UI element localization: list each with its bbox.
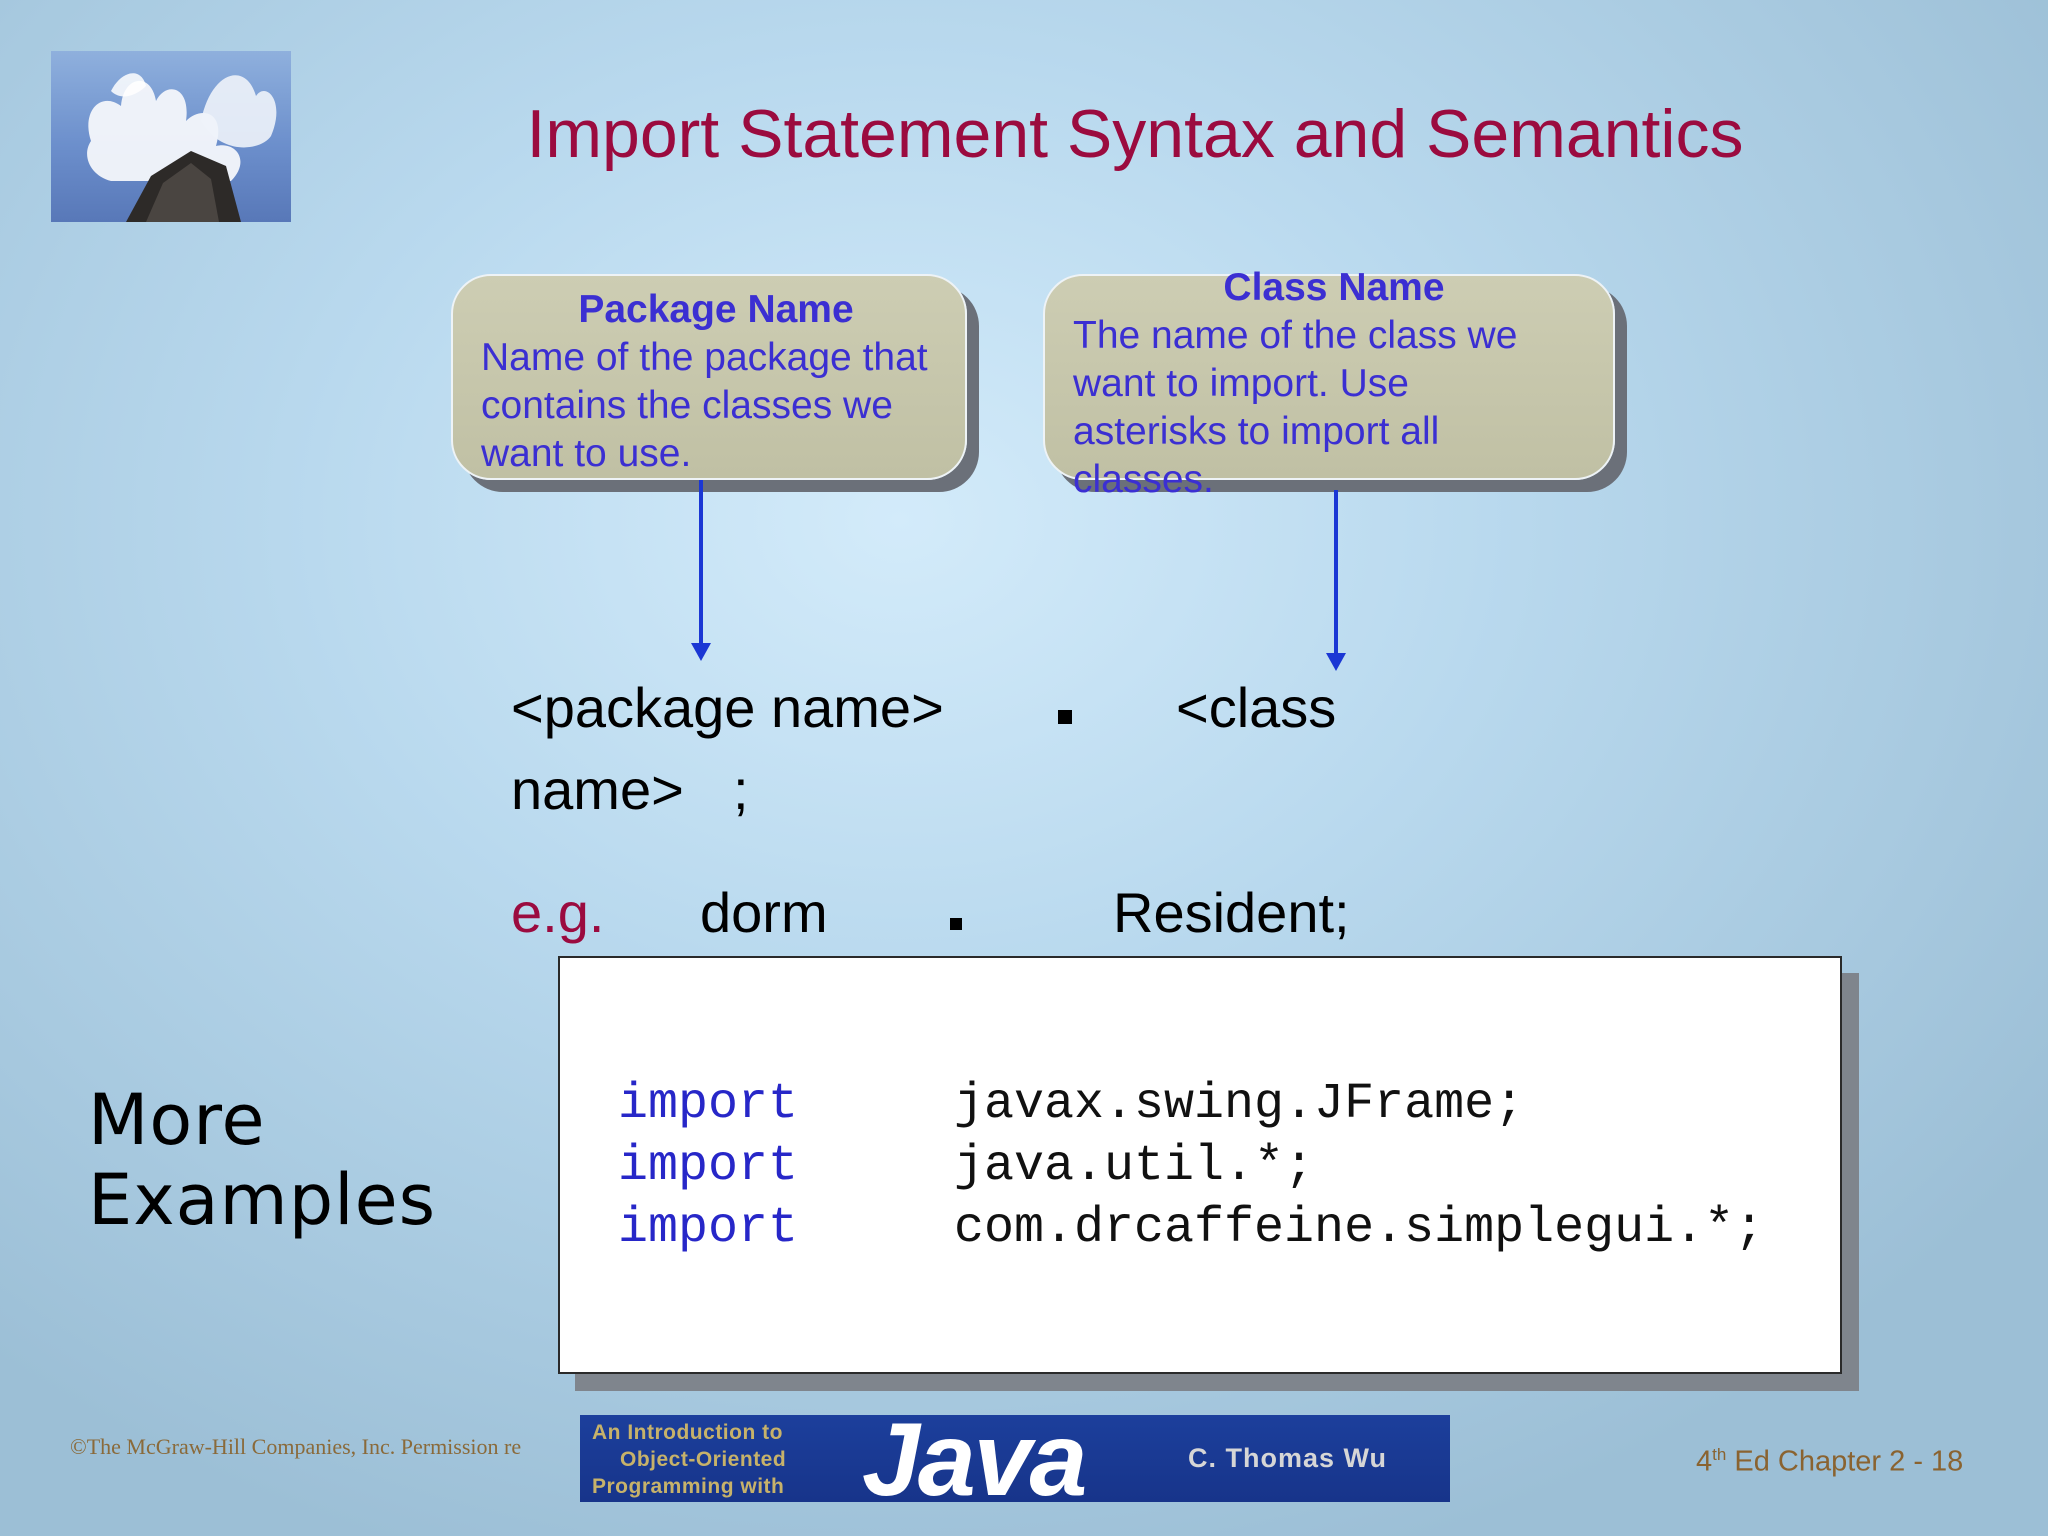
class-name-desc-line: want to import. Use xyxy=(1073,362,1409,405)
copyright-notice: ©The McGraw-Hill Companies, Inc. Permiss… xyxy=(70,1434,522,1459)
package-name-desc-line: Name of the package that xyxy=(481,336,928,379)
class-name-heading: Class Name xyxy=(1223,266,1445,309)
package-name-callout: Package Name Name of the package that co… xyxy=(451,274,967,480)
page-number-chapter: Ed Chapter 2 - 18 xyxy=(1726,1445,1964,1478)
package-arrow-line xyxy=(699,480,703,646)
class-arrow-head xyxy=(1326,653,1346,671)
package-name-desc-line: contains the classes we xyxy=(481,384,893,427)
syntax-package-name: <package name> xyxy=(511,676,944,739)
code-line: import com.drcaffeine.simplegui.*; xyxy=(618,1198,1764,1260)
syntax-class-name: <class xyxy=(1176,676,1337,739)
class-name-desc-line: The name of the class we xyxy=(1073,314,1518,357)
banner-java-wordmark: Java xyxy=(862,1415,1087,1502)
example-dot xyxy=(950,918,962,930)
more-examples-line: Examples xyxy=(88,1159,437,1241)
class-name-callout: Class Name The name of the class we want… xyxy=(1043,266,1615,501)
banner-author: C. Thomas Wu xyxy=(1188,1443,1388,1473)
slide-page-number: 4th Ed Chapter 2 - 18 xyxy=(1696,1445,1963,1479)
package-arrow-head xyxy=(691,643,711,661)
example-package: dorm xyxy=(700,881,828,944)
more-examples-line: More xyxy=(88,1079,266,1161)
code-keyword: import xyxy=(618,1076,799,1133)
ocean-wave-photo xyxy=(51,51,291,222)
page-number-edition: 4 xyxy=(1696,1445,1713,1478)
page-number-superscript: th xyxy=(1712,1445,1727,1464)
more-examples-label: More Examples xyxy=(88,1080,436,1240)
syntax-dot xyxy=(1058,710,1072,724)
example-label: e.g. xyxy=(511,881,605,944)
example-class: Resident; xyxy=(1113,881,1350,944)
package-name-heading: Package Name xyxy=(578,288,854,331)
code-text: com.drcaffeine.simplegui.*; xyxy=(954,1200,1765,1257)
code-line: import javax.swing.JFrame; xyxy=(618,1074,1524,1136)
slide-title: Import Statement Syntax and Semantics xyxy=(526,96,1744,172)
code-keyword: import xyxy=(618,1200,799,1257)
code-text: javax.swing.JFrame; xyxy=(954,1076,1525,1133)
class-name-desc-line: asterisks to import all xyxy=(1073,410,1440,453)
syntax-class-name-cont: name> xyxy=(511,758,684,821)
package-name-desc-line: want to use. xyxy=(481,432,692,475)
syntax-semicolon: ; xyxy=(733,758,749,821)
java-book-banner: An Introduction to Object-Oriented Progr… xyxy=(580,1415,1450,1502)
banner-intro-text: An Introduction to Object-Oriented Progr… xyxy=(592,1419,862,1500)
banner-intro-line: An Introduction to xyxy=(592,1421,783,1444)
class-name-desc-line: classes. xyxy=(1073,458,1214,501)
code-example-box: import javax.swing.JFrame; import java.uti… xyxy=(558,956,1842,1374)
code-line: import java.util.*; xyxy=(618,1136,1314,1198)
code-keyword: import xyxy=(618,1138,799,1195)
banner-intro-line: Object-Oriented xyxy=(620,1448,787,1471)
code-text: java.util.*; xyxy=(954,1138,1315,1195)
class-arrow-line xyxy=(1334,490,1338,656)
banner-intro-line: Programming with xyxy=(592,1475,785,1498)
